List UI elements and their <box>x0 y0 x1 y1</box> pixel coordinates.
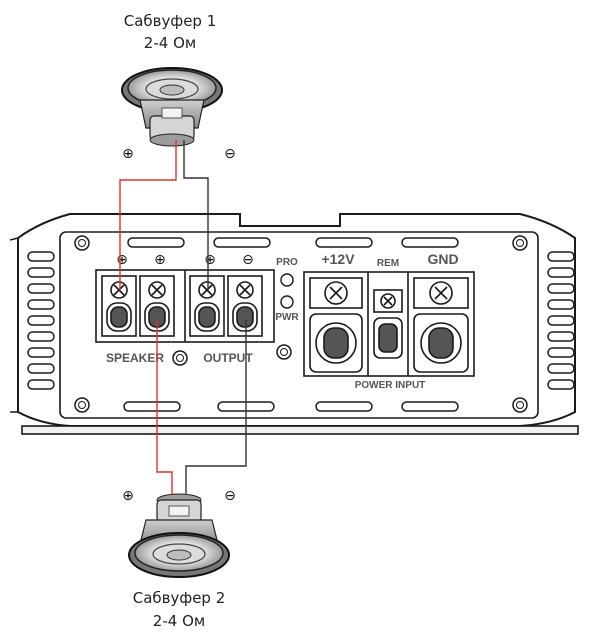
speaker-2-plus-sign: ⊕ <box>122 488 134 504</box>
terminal-1-plus: ⊕ <box>116 252 128 268</box>
speaker-1-title: Сабвуфер 1 <box>124 12 217 30</box>
right-vents <box>547 251 575 390</box>
pro-led-label: PRO <box>276 257 298 268</box>
speaker-2-impedance: 2-4 Ом <box>153 612 205 630</box>
power-12v-label: +12V <box>321 251 355 267</box>
terminal-1-minus-plus: ⊕ <box>204 252 216 268</box>
speaker-2-title: Сабвуфер 2 <box>133 589 226 607</box>
subwoofer-2 <box>128 493 230 578</box>
power-terminal-block <box>303 271 475 377</box>
rem-label: REM <box>377 258 399 269</box>
black-wire-top <box>183 140 209 290</box>
output-label: OUTPUT <box>203 351 253 365</box>
red-wire-top <box>119 140 177 290</box>
status-leds <box>280 273 294 309</box>
terminal-2-plus: ⊕ <box>154 252 166 268</box>
speaker-1-impedance: 2-4 Ом <box>144 34 196 52</box>
black-wire-bottom <box>185 320 247 500</box>
wires <box>119 140 247 500</box>
panel-slots <box>123 237 459 412</box>
speaker-1-minus-sign: ⊖ <box>224 146 236 162</box>
pwr-led-label: PWR <box>275 312 299 323</box>
terminal-2-minus: ⊖ <box>242 252 254 268</box>
subwoofer-1 <box>121 67 223 147</box>
speaker-2-minus-sign: ⊖ <box>224 488 236 504</box>
left-vents <box>27 251 55 390</box>
red-wire-bottom <box>156 320 173 500</box>
speaker-1-plus-sign: ⊕ <box>122 146 134 162</box>
power-input-label: POWER INPUT <box>355 380 426 391</box>
speaker-label: SPEAKER <box>106 351 164 365</box>
corner-screws <box>74 235 528 413</box>
speaker-terminal-block <box>95 269 275 343</box>
gnd-label: GND <box>427 251 458 267</box>
